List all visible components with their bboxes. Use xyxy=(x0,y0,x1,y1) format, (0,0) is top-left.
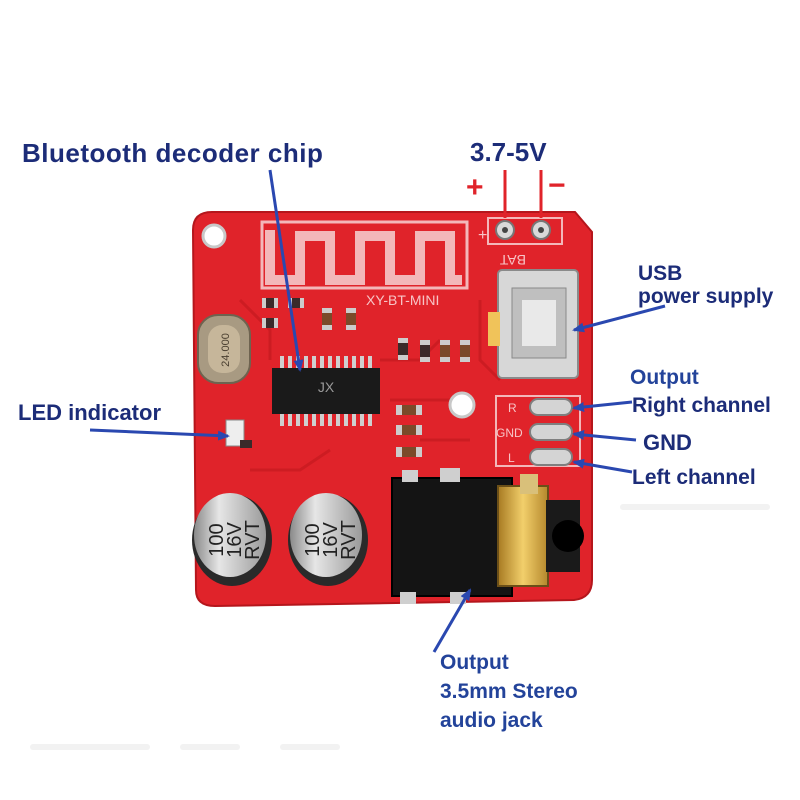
mounting-hole-center xyxy=(448,391,476,419)
arrow-audio-jack xyxy=(432,588,472,653)
right-channel-label: Right channel xyxy=(632,394,771,417)
arrow-left-channel xyxy=(572,458,633,474)
arrow-gnd xyxy=(572,429,637,442)
arrow-chip xyxy=(268,169,304,372)
board-model-label: XY-BT-MINI xyxy=(366,292,439,308)
pad-gnd xyxy=(529,423,573,441)
board-plus-mark: + xyxy=(478,227,487,244)
gnd-label: GND xyxy=(643,430,692,455)
usb-label: USB xyxy=(638,262,683,285)
jack-type-label: 3.5mm Stereo xyxy=(440,680,578,703)
capacitor-1: 100 16V RVT xyxy=(192,493,272,586)
pad-gnd-label: GND xyxy=(496,426,523,440)
antenna-trace xyxy=(265,230,462,285)
cap1-line1: 100 xyxy=(206,523,228,556)
arrow-usb xyxy=(572,304,666,333)
cap2-line2: 16V xyxy=(320,522,342,558)
jack-audio-label: audio jack xyxy=(440,709,543,732)
led-label: LED indicator xyxy=(18,400,162,425)
power-minus-sign: − xyxy=(548,169,566,202)
capacitor-2: 100 16V RVT xyxy=(288,493,368,586)
output-pads-label: Output xyxy=(630,366,699,389)
decoder-chip: JX xyxy=(272,356,380,426)
voltage-label: 3.7-5V xyxy=(470,137,547,167)
usb-power-label: power supply xyxy=(638,285,774,308)
board-bat-label: BAT xyxy=(499,252,526,268)
pad-left xyxy=(529,448,573,466)
audio-jack-component xyxy=(391,468,584,604)
crystal-label: 24.000 xyxy=(220,333,232,367)
chip-label: Bluetooth decoder chip xyxy=(22,138,324,168)
cap1-line3: RVT xyxy=(242,520,264,560)
background-smudge xyxy=(30,504,770,750)
cap2-line3: RVT xyxy=(338,520,360,560)
pad-r-label: R xyxy=(508,401,517,415)
smd-components xyxy=(225,298,470,457)
chip-logo: JX xyxy=(318,379,335,395)
pad-l-label: L xyxy=(508,451,515,465)
mounting-hole-top xyxy=(201,223,227,249)
pad-right xyxy=(529,398,573,416)
cap2-line1: 100 xyxy=(302,523,324,556)
left-channel-label: Left channel xyxy=(632,466,756,489)
arrow-led xyxy=(89,428,230,441)
jack-output-label: Output xyxy=(440,651,509,674)
cap1-line2: 16V xyxy=(224,522,246,558)
power-plus-sign: + xyxy=(466,171,484,204)
arrow-right-channel xyxy=(572,400,633,412)
